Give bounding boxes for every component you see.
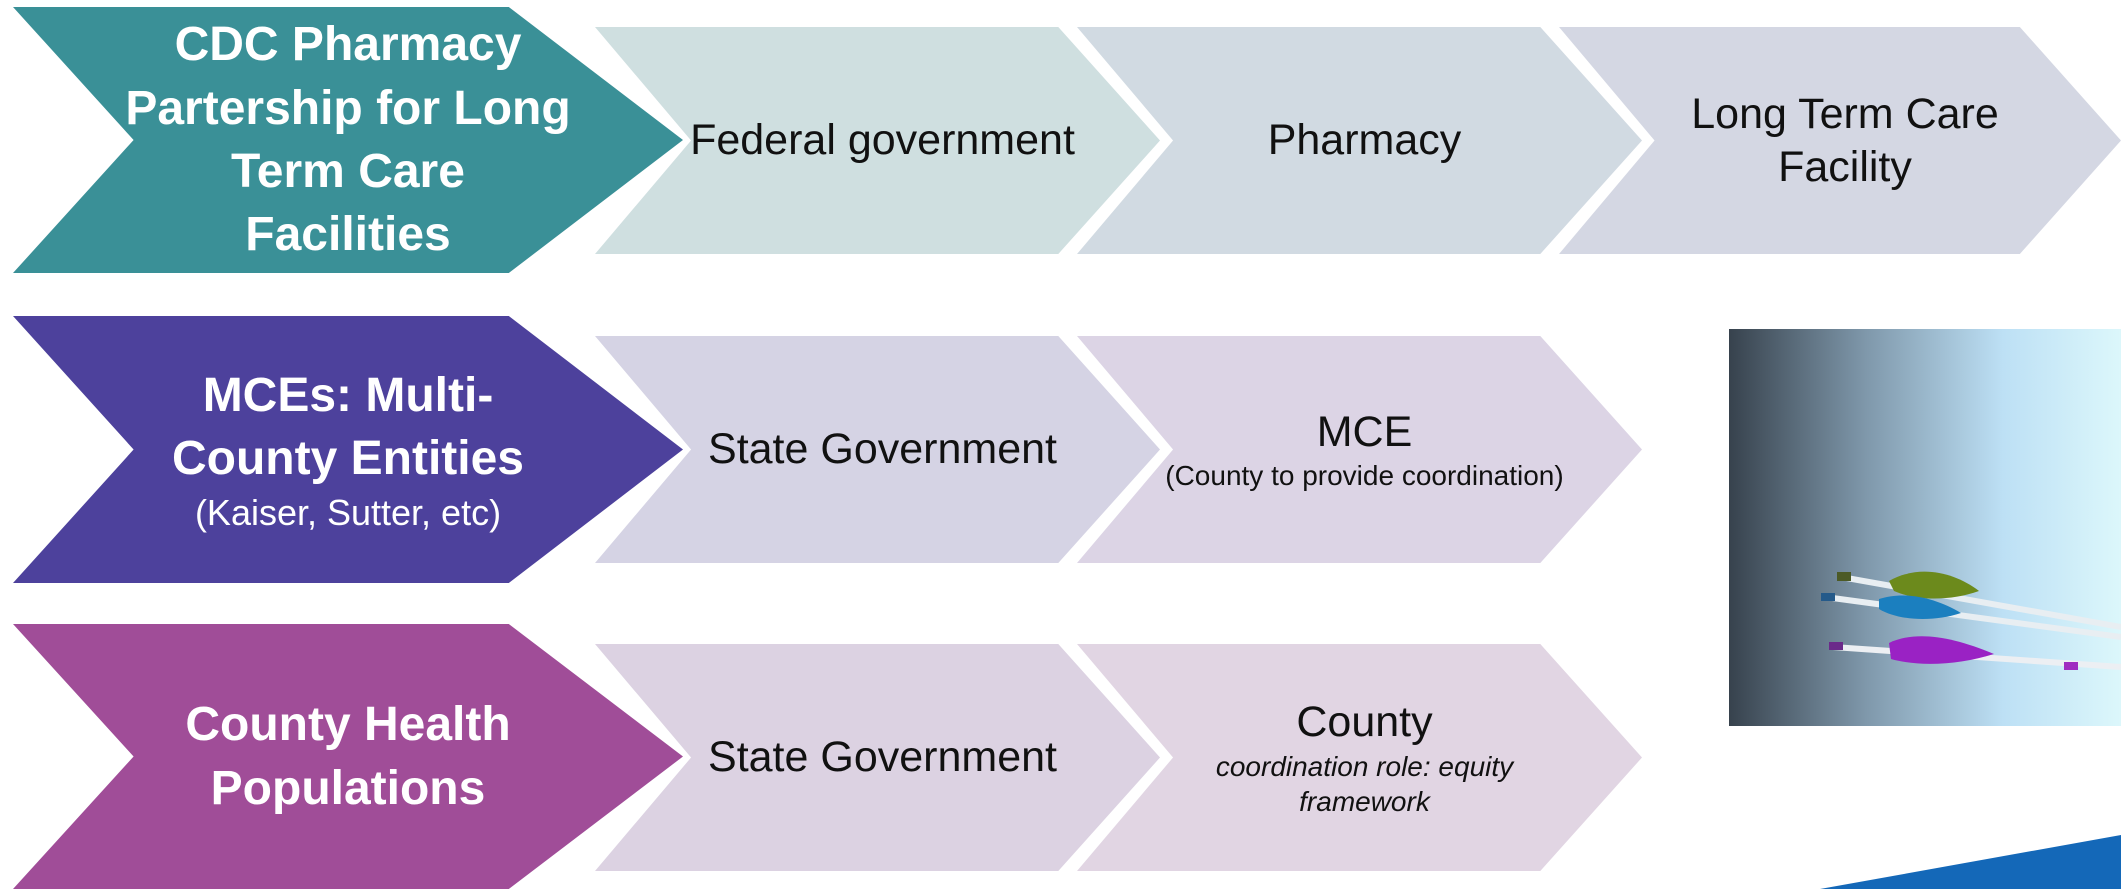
- row2-step-mce-label: MCE: [1316, 407, 1413, 456]
- row2-step-mce: MCE (County to provide coordination): [1077, 336, 1642, 563]
- arrow-green-icon: [1837, 571, 2121, 630]
- row1-head-chevron: CDC Pharmacy Partership for Long Term Ca…: [13, 7, 683, 273]
- arrow-blue-icon: [1821, 593, 2121, 640]
- row1-head-title: CDC Pharmacy Partership for Long Term Ca…: [125, 18, 571, 262]
- arrow-purple-icon: [1829, 636, 2121, 670]
- row3-head-title: County Health Populations: [185, 698, 511, 815]
- row3-step-county: County coordination role: equity framewo…: [1077, 644, 1642, 871]
- row3-step-county-label: County: [1296, 698, 1433, 747]
- row1-step-federal-label: Federal government: [690, 116, 1075, 165]
- arrows-photo: [1729, 329, 2121, 726]
- row2-head-subtitle: (Kaiser, Sutter, etc): [194, 492, 502, 534]
- row1-step-ltcf-label: Long Term Care Facility: [1691, 90, 1999, 191]
- row1-step-pharmacy-label: Pharmacy: [1267, 116, 1462, 165]
- row3-step-state-label: State Government: [708, 733, 1057, 782]
- row2-step-state-label: State Government: [708, 425, 1057, 474]
- corner-accent-shape: [1820, 835, 2121, 889]
- row2-head-chevron: MCEs: Multi-County Entities (Kaiser, Sut…: [13, 316, 683, 583]
- row3-step-county-note: coordination role: equity framework: [1215, 750, 1514, 817]
- row3-head-chevron: County Health Populations: [13, 624, 683, 889]
- row2-step-mce-note: (County to provide coordination): [1165, 460, 1564, 492]
- row2-head-title: MCEs: Multi-County Entities: [171, 368, 524, 485]
- row1-step-ltcf: Long Term Care Facility: [1559, 27, 2121, 254]
- row1-step-pharmacy: Pharmacy: [1077, 27, 1642, 254]
